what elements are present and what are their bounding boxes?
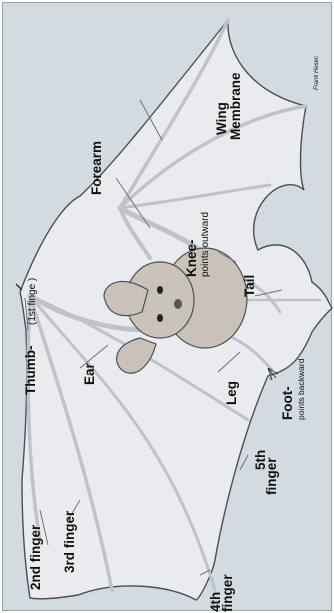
label-tail: Tail [242, 275, 257, 297]
ear-left [104, 281, 148, 315]
label-foot-note: points backward [296, 358, 306, 420]
label-signature: Frank Hesec [314, 56, 320, 90]
label-thumb: Thumb- [23, 346, 38, 396]
eye-left [157, 286, 163, 294]
label-wing-2: Membrane [228, 72, 243, 140]
label-ear: Ear [82, 362, 97, 385]
nose [174, 299, 182, 309]
label-4th-finger-2: finger [220, 574, 235, 612]
label-5th-finger-2: finger [264, 457, 279, 495]
label-2nd-finger: 2nd finger [28, 524, 43, 590]
leader-5th-finger [240, 455, 248, 470]
label-forearm: Forearm [89, 141, 104, 195]
label-thumb-note: (1st finge ) [27, 278, 38, 325]
label-foot: Foot- [280, 386, 295, 420]
label-leg: Leg [224, 381, 239, 405]
label-3rd-finger: 3rd finger [62, 510, 77, 573]
label-wing-1: Wing [214, 102, 229, 135]
eye-right [157, 314, 163, 322]
label-knee: Knee- [184, 239, 199, 277]
label-knee-note: points outward [200, 212, 211, 277]
thumb-claw [16, 284, 22, 290]
